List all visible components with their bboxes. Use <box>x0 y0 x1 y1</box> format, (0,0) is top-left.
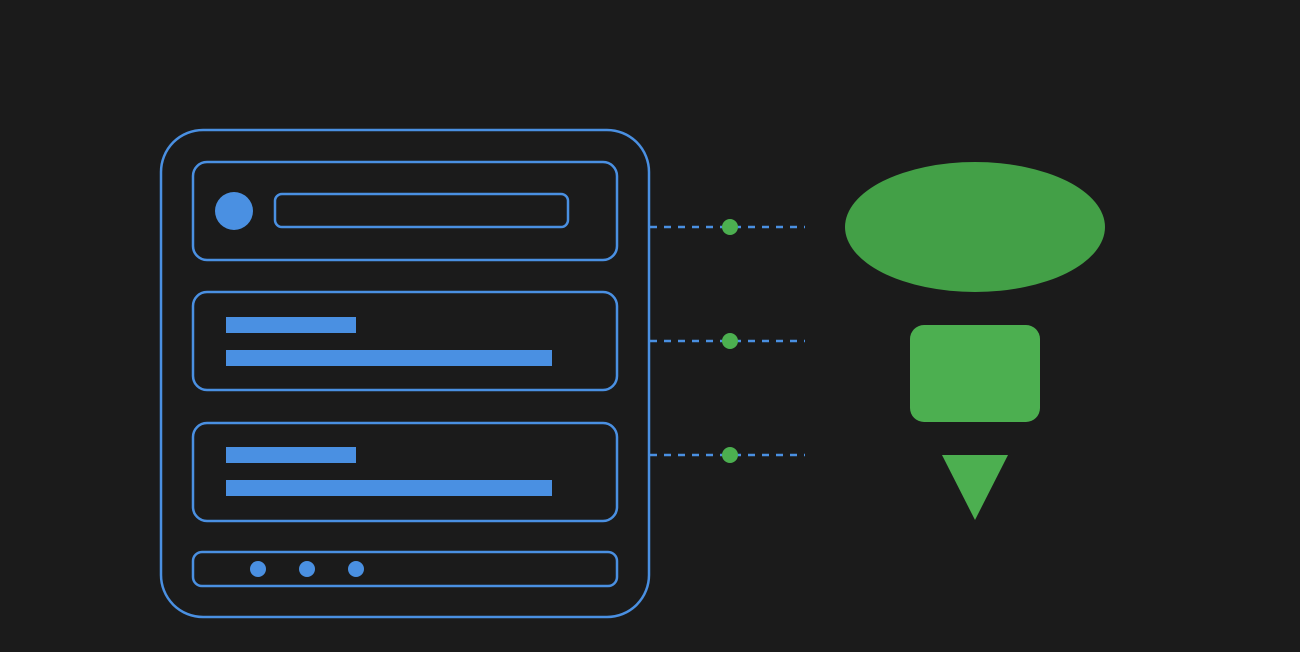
ellipse-shape <box>845 162 1105 292</box>
input-field-outline <box>273 192 570 229</box>
rounded-rectangle-shape <box>910 325 1040 422</box>
ui-panel-outline <box>159 128 651 619</box>
text-line-short <box>226 447 356 463</box>
avatar-circle <box>215 192 253 230</box>
text-line-long <box>226 350 552 366</box>
connector-node-1 <box>722 219 738 235</box>
text-line-long <box>226 480 552 496</box>
text-line-short <box>226 317 356 333</box>
row-dots <box>191 550 619 588</box>
dot <box>250 561 266 577</box>
connector-node-3 <box>722 447 738 463</box>
connector-node-2 <box>722 333 738 349</box>
dot <box>348 561 364 577</box>
dot <box>299 561 315 577</box>
row-text-lines-1 <box>191 290 619 392</box>
triangle-shape <box>942 455 1008 520</box>
row-avatar-input <box>191 160 619 262</box>
row-text-lines-2 <box>191 421 619 523</box>
